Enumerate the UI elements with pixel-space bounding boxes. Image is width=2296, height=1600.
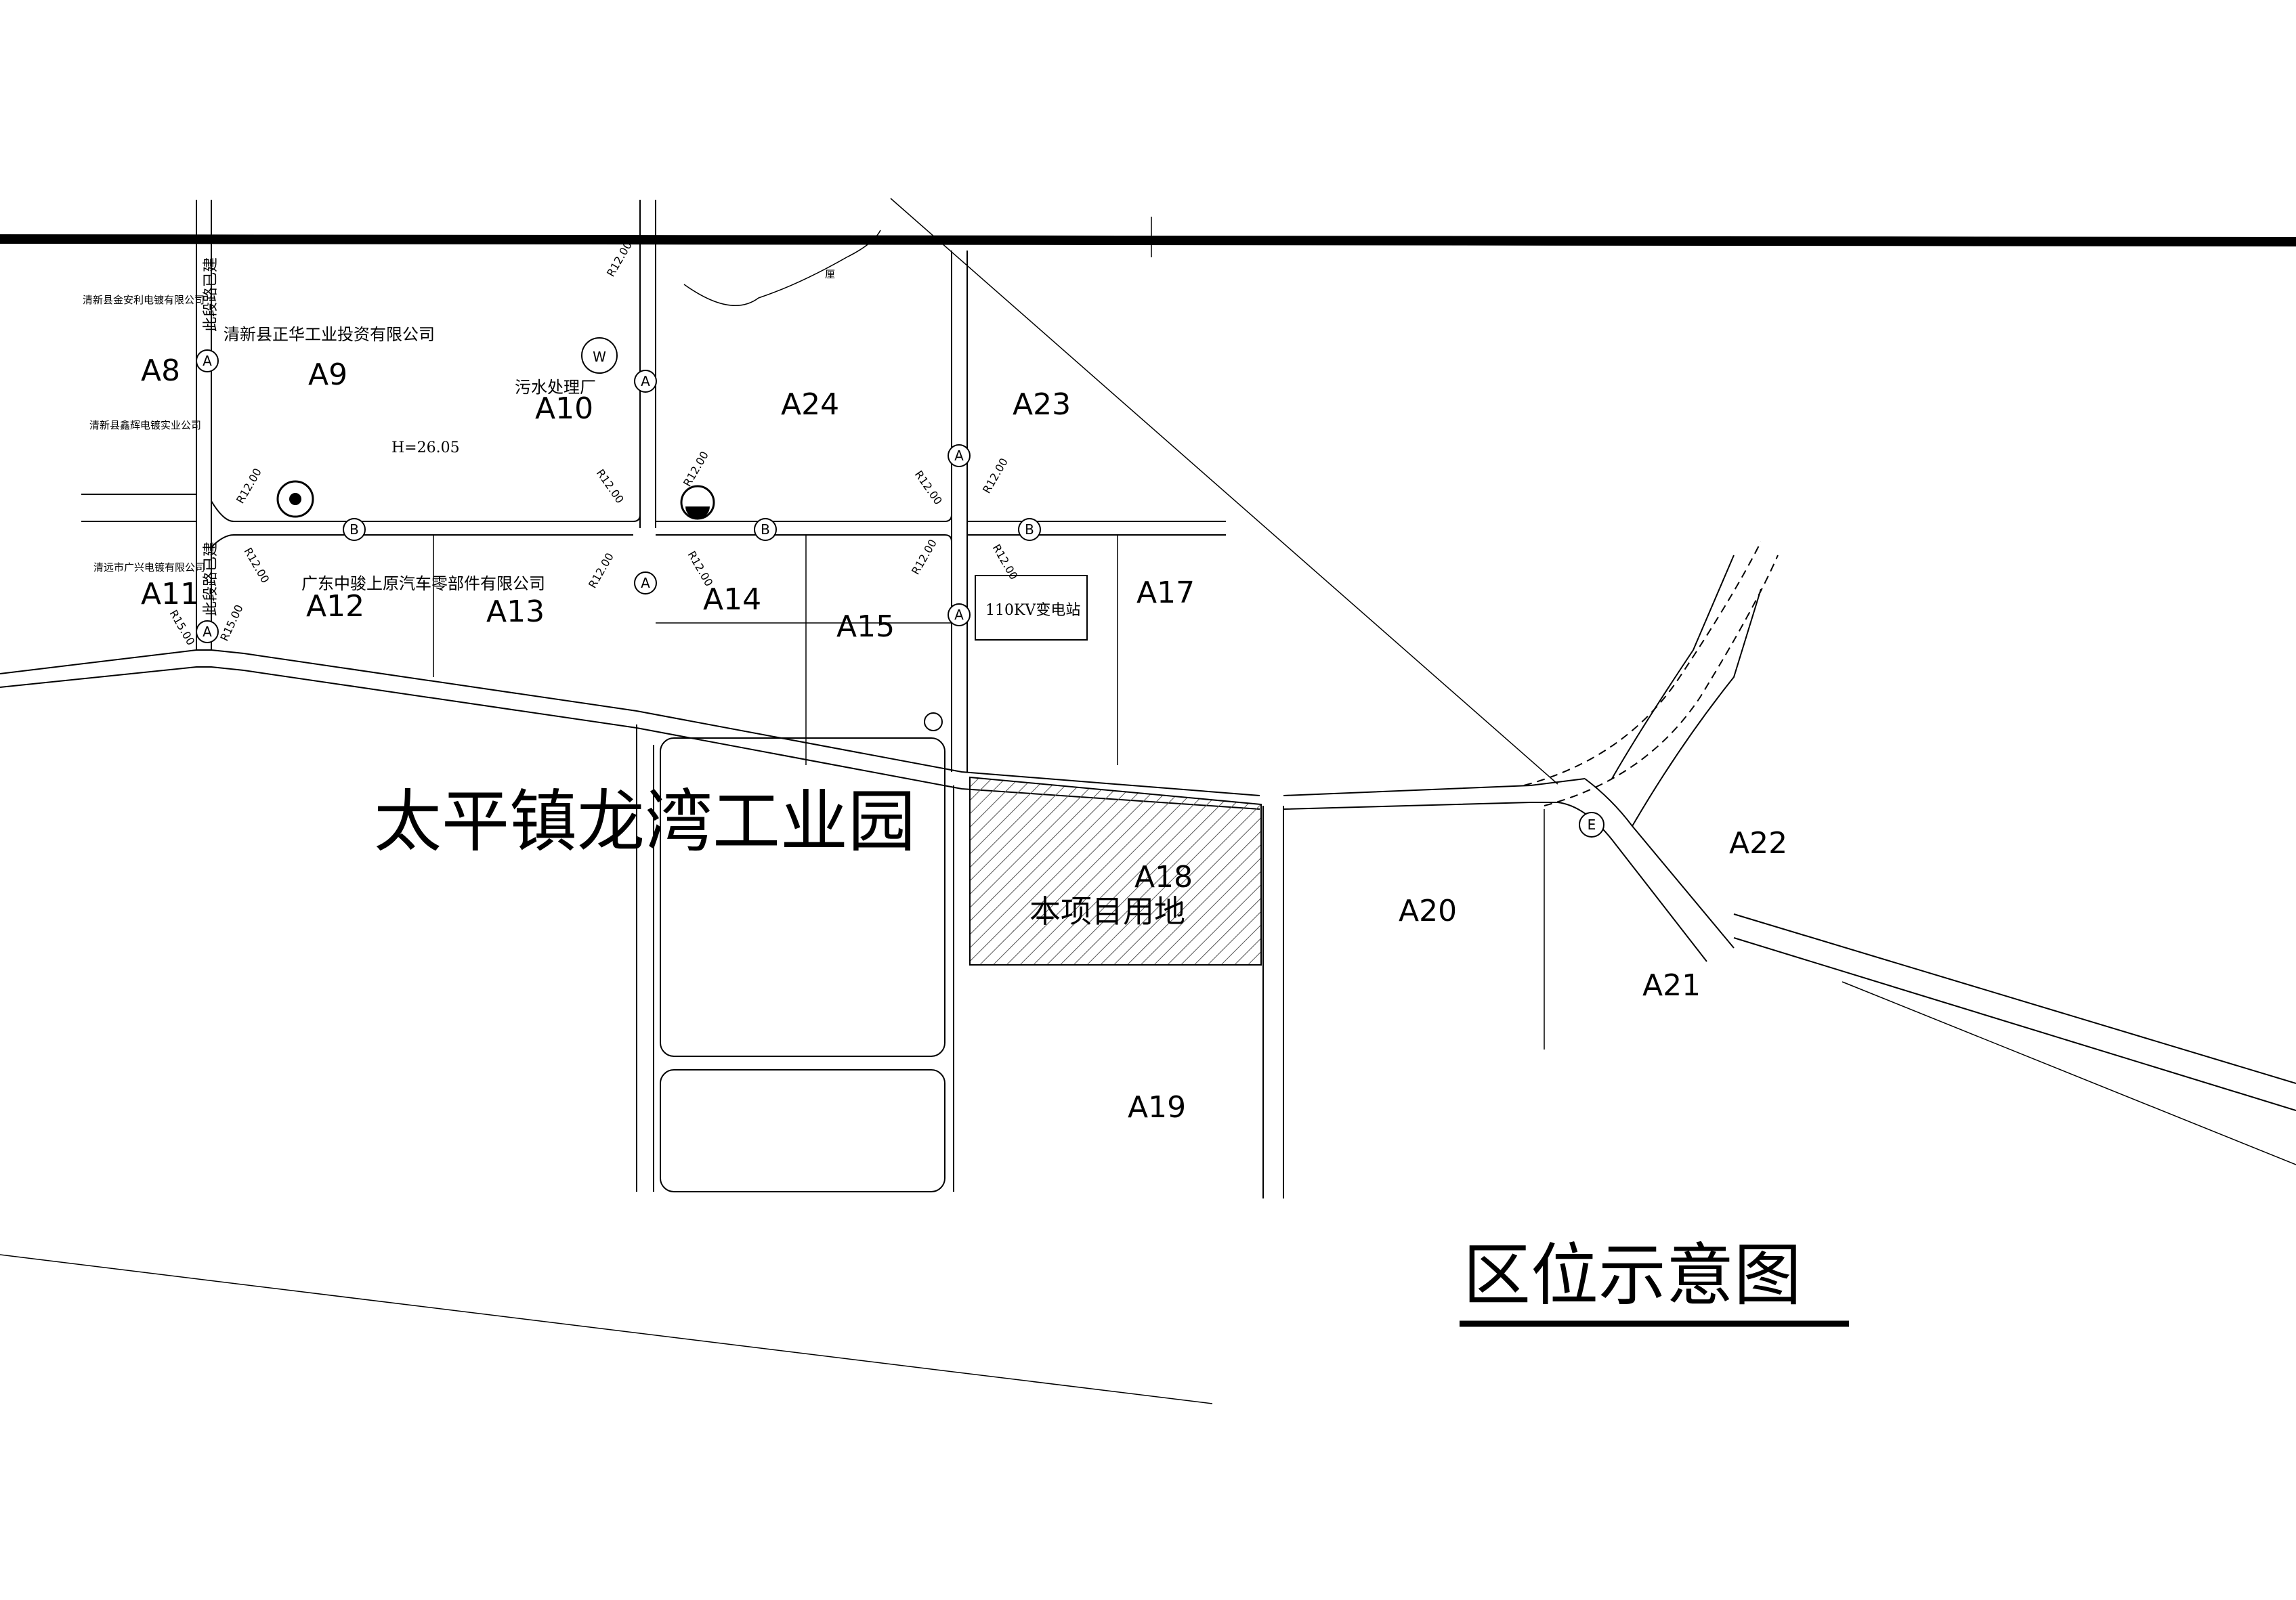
project-site-area: [969, 776, 1262, 966]
parcel-a11: A11: [141, 577, 199, 611]
parcel-a20: A20: [1399, 894, 1457, 928]
parcel-labels: A8 A9 A10 A11 A12 A13 A14 A15 A17 A18 A1…: [141, 353, 1787, 1125]
marker-b-3: B: [1018, 518, 1041, 541]
small-circle-icon: [924, 712, 943, 731]
marker-e: E: [1579, 812, 1604, 838]
parcel-a21: A21: [1642, 968, 1701, 1003]
company-zhongjun: 广东中骏上原汽车零部件有限公司: [301, 574, 545, 593]
marker-b-1: B: [343, 518, 366, 541]
substation-box: [975, 575, 1088, 641]
parcel-a15: A15: [836, 609, 895, 644]
road-built-note-1: 此段路已建: [203, 257, 219, 332]
boundary-diagonal: [890, 198, 1558, 785]
parcel-a10: A10: [535, 391, 593, 426]
svg-text:A: A: [954, 448, 964, 464]
svg-text:R12.00: R12.00: [586, 550, 616, 590]
marker-w: W: [581, 337, 618, 374]
road-south-edge: [0, 1254, 1213, 1404]
marker-a-2: A: [634, 370, 657, 393]
svg-text:B: B: [761, 521, 770, 538]
marker-a-6: A: [196, 620, 219, 643]
svg-text:A: A: [954, 607, 964, 623]
road-middle-horizontal: [81, 494, 1226, 548]
company-guangxing: 清远市广兴电镀有限公司: [93, 561, 205, 574]
marker-a-4: A: [634, 571, 657, 594]
parcel-a9: A9: [308, 358, 347, 392]
half-filled-circle-icon: [680, 485, 715, 520]
parcel-a23: A23: [1013, 387, 1071, 422]
parcel-a12: A12: [306, 589, 364, 624]
road-east-diagonal: [1557, 555, 2296, 1165]
svg-text:R12.00: R12.00: [909, 537, 939, 577]
map-border-top: [0, 234, 2296, 246]
road-main-east-west: [0, 649, 1586, 810]
target-icon: [276, 480, 314, 518]
svg-text:A: A: [641, 575, 650, 591]
road-stub-north: [683, 230, 881, 306]
marker-a-1: A: [196, 349, 219, 372]
svg-text:R15.00: R15.00: [217, 603, 245, 643]
parcel-a19: A19: [1128, 1090, 1186, 1125]
road-west-vertical: [196, 200, 212, 650]
svg-text:A: A: [203, 624, 212, 640]
road-loop-south: [660, 737, 945, 1192]
road-planned-dashed: [1523, 541, 1762, 786]
road-east-vertical: [951, 251, 968, 1192]
misc-mark: 厘: [825, 268, 835, 280]
marker-a-5: A: [948, 603, 971, 626]
substation-label: 110KV变电站: [985, 602, 1080, 619]
road-central-vertical: [636, 200, 656, 1192]
company-jinanli: 清新县金安利电镀有限公司: [83, 294, 205, 306]
parcel-a22: A22: [1729, 826, 1787, 861]
svg-text:E: E: [1588, 817, 1596, 833]
marker-a-3: A: [948, 444, 971, 467]
road-markers: A A A A A A B B B E W: [196, 337, 1604, 838]
parcel-a14: A14: [703, 582, 761, 617]
parcel-dividers: [433, 217, 1545, 1050]
parcel-a18: A18: [1134, 860, 1193, 894]
svg-text:R12.00: R12.00: [681, 449, 711, 489]
company-xinhui: 清新县鑫辉电镀实业公司: [89, 419, 201, 431]
parcel-a13: A13: [486, 594, 545, 629]
parcel-a24: A24: [781, 387, 839, 422]
elevation-label: H=26.05: [391, 439, 460, 456]
road-built-note-2: 此段路已建: [203, 542, 219, 616]
map-title: 区位示意图: [1463, 1236, 1802, 1315]
project-site-label: 本项目用地: [1029, 893, 1185, 930]
svg-text:R12.00: R12.00: [594, 467, 626, 506]
svg-text:R12.00: R12.00: [685, 549, 716, 589]
svg-text:R12.00: R12.00: [242, 546, 272, 586]
svg-text:R12.00: R12.00: [980, 456, 1011, 496]
svg-text:R15.00: R15.00: [167, 608, 198, 648]
svg-text:R12.00: R12.00: [912, 468, 945, 507]
radius-labels: R12.00 R12.00 R12.00 R12.00 R12.00 R12.0…: [167, 239, 1021, 647]
sewage-plant-label: 污水处理厂: [515, 378, 596, 397]
svg-text:B: B: [1025, 521, 1034, 538]
parcel-a8: A8: [141, 353, 180, 388]
svg-text:R12.00: R12.00: [234, 466, 264, 506]
marker-b-2: B: [754, 518, 777, 541]
svg-text:W: W: [593, 349, 606, 365]
park-name: 太平镇龙湾工业园: [374, 782, 916, 861]
svg-text:A: A: [641, 373, 650, 389]
svg-text:R12.00: R12.00: [604, 239, 635, 279]
road-far-east-vertical: [1262, 806, 1284, 1198]
parcel-a17: A17: [1136, 576, 1195, 610]
svg-text:B: B: [349, 521, 359, 538]
svg-text:A: A: [203, 353, 212, 369]
company-zhenghua: 清新县正华工业投资有限公司: [224, 325, 435, 344]
